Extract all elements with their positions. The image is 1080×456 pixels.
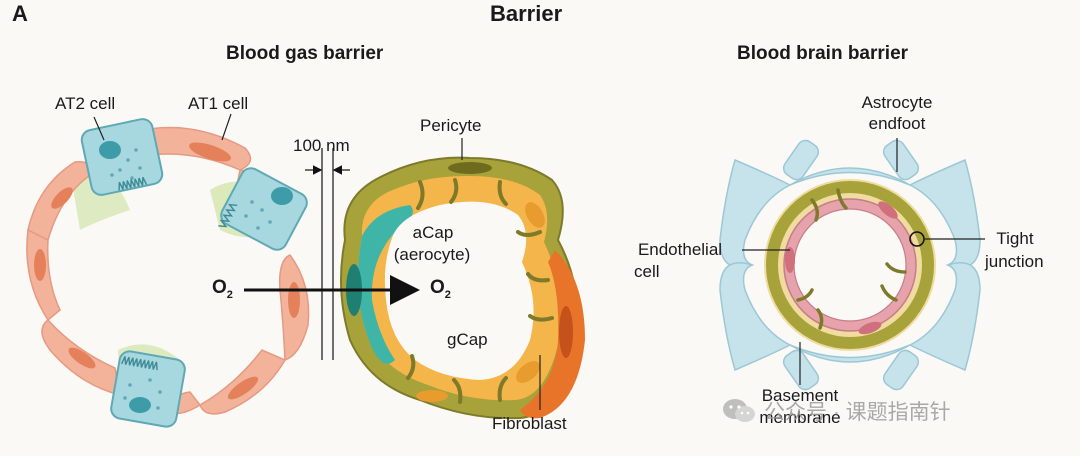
at2-cell-bottom [110, 350, 186, 428]
at1-cell-label: AT1 cell [188, 94, 249, 113]
lung-capillary [340, 138, 585, 420]
at2-leader [93, 116, 105, 141]
main-title: Barrier [490, 1, 563, 26]
fibroblast-nucleus [559, 306, 573, 358]
capillary-lumen [384, 201, 534, 380]
bbb-pericyte-ring [766, 181, 934, 349]
gcap-label: gCap [447, 330, 488, 349]
aerocyte-region [357, 205, 413, 364]
pericyte-processes [406, 178, 554, 404]
pericyte-nucleus [448, 162, 492, 174]
at1-leader [221, 113, 232, 141]
astrocyte-label-line1: Astrocyte [861, 93, 933, 112]
fibroblast-shape [520, 250, 585, 419]
at1-nuclei [34, 142, 300, 400]
endothelial-label-line1: Endothelial [637, 240, 723, 259]
alveolus [26, 113, 310, 428]
pericyte-label: Pericyte [420, 116, 482, 135]
distance-label: 100 nm [293, 136, 350, 155]
panel-letter: A [12, 1, 28, 26]
blood-gas-barrier-title: Blood gas barrier [226, 43, 384, 64]
aerocyte-label: (aerocyte) [393, 245, 471, 264]
at2-cell-label: AT2 cell [55, 94, 116, 113]
tight-label-line2: junction [985, 252, 1044, 271]
watermark: 公众号 · 课题指南针 [722, 396, 951, 426]
bbb-endothelial-nuclei [785, 201, 898, 335]
fibroblast-label: Fibroblast [492, 414, 567, 433]
basement-label-line1: Basement [761, 386, 839, 405]
astrocyte-label-line2: endfoot [868, 114, 926, 133]
blood-brain-barrier [719, 138, 985, 391]
distance-marker [305, 148, 350, 360]
interstitium-zone [70, 168, 130, 230]
astrocyte-endfeet [719, 139, 981, 391]
tight-label-line1: Tight [996, 229, 1034, 248]
watermark-text: 公众号 · 课题指南针 [764, 401, 951, 424]
acap-label: aCap [412, 223, 454, 242]
o2-left-label: O2 [212, 277, 233, 301]
basement-label-line2: membrane [759, 408, 841, 427]
o2-right-label: O2 [430, 277, 451, 301]
bbb-pericyte-processes [796, 188, 907, 330]
at2-cell-top [80, 118, 164, 196]
wechat-icon [723, 399, 755, 422]
endothelial-label-line2: cell [634, 262, 660, 281]
blood-brain-barrier-title: Blood brain barrier [737, 43, 909, 64]
at2-cell-right [218, 167, 308, 251]
